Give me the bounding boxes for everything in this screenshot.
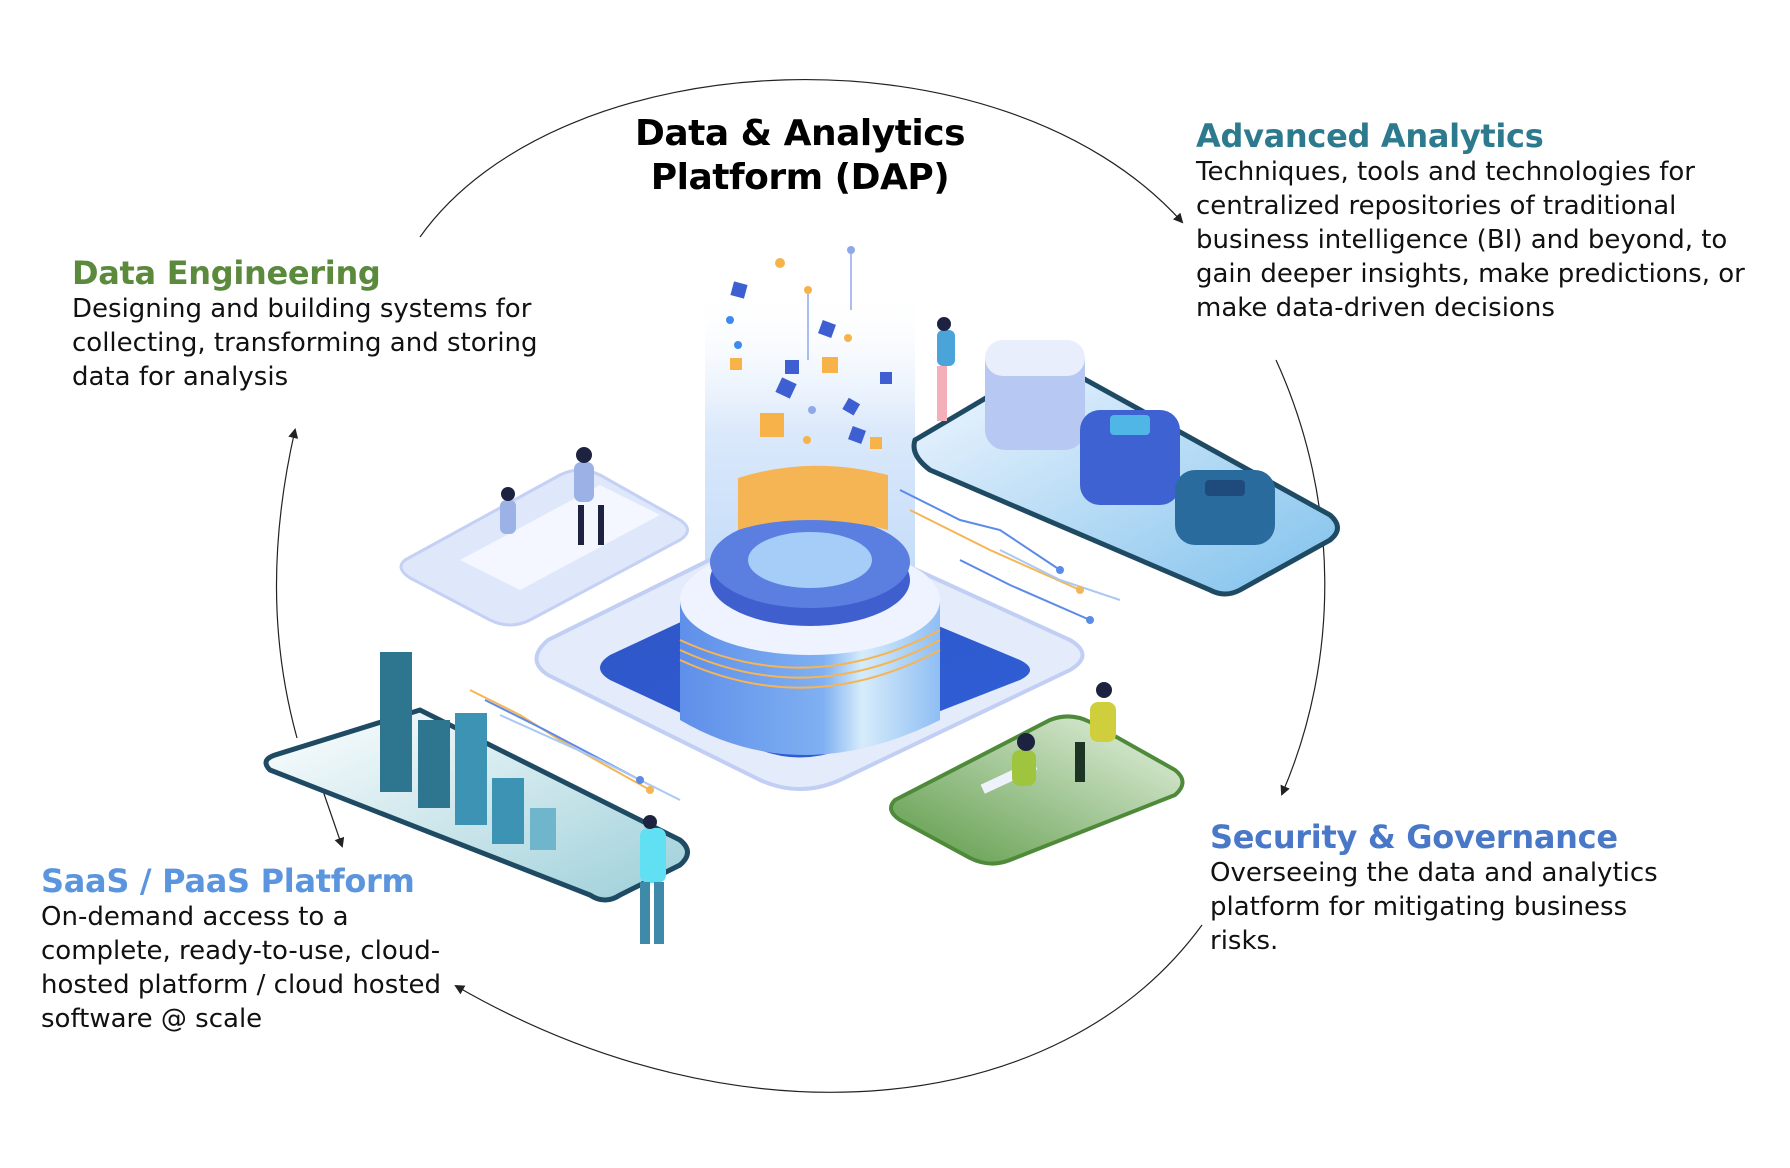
section-heading: Advanced Analytics bbox=[1196, 117, 1544, 155]
central-platform bbox=[534, 465, 1085, 791]
arrow-sg-to-saas bbox=[454, 924, 1203, 1093]
section-description: Overseeing the data and analytics platfo… bbox=[1210, 856, 1710, 958]
section-security-governance: Security & Governance Overseeing the dat… bbox=[1210, 818, 1710, 958]
section-heading: Security & Governance bbox=[1210, 818, 1618, 856]
section-heading: Data Engineering bbox=[72, 254, 381, 292]
arrow-de-to-aa bbox=[419, 79, 1184, 238]
description-line: Overseeing the data and analytics bbox=[1210, 858, 1658, 888]
section-description: On-demand access to a complete, ready-to… bbox=[41, 900, 471, 1036]
saas-bar-chart-pad bbox=[263, 652, 690, 944]
description-line: make data-driven decisions bbox=[1196, 293, 1555, 323]
section-description: Techniques, tools and technologies for c… bbox=[1196, 155, 1786, 325]
title-line-1: Data & Analytics bbox=[634, 113, 966, 154]
section-saas-paas-platform: SaaS / PaaS Platform On-demand access to… bbox=[41, 862, 471, 1036]
description-line: collecting, transforming and storing bbox=[72, 328, 538, 358]
cycle-arrows bbox=[275, 79, 1326, 1093]
section-description: Designing and building systems for colle… bbox=[72, 292, 592, 394]
description-line: Designing and building systems for bbox=[72, 294, 532, 324]
description-line: data for analysis bbox=[72, 362, 289, 392]
section-data-engineering: Data Engineering Designing and building … bbox=[72, 254, 592, 394]
description-line: gain deeper insights, make predictions, … bbox=[1196, 259, 1745, 289]
description-line: On-demand access to a bbox=[41, 902, 349, 932]
security-governance-workstation bbox=[889, 682, 1185, 866]
arrow-saas-to-de bbox=[275, 428, 299, 739]
circuit-traces bbox=[469, 489, 1121, 801]
page-title: Data & Analytics Platform (DAP) bbox=[560, 112, 1040, 200]
description-line: platform for mitigating business bbox=[1210, 892, 1628, 922]
description-line: centralized repositories of traditional bbox=[1196, 191, 1677, 221]
description-line: software @ scale bbox=[41, 1004, 263, 1034]
advanced-analytics-servers bbox=[911, 317, 1340, 597]
description-line: business intelligence (BI) and beyond, t… bbox=[1196, 225, 1728, 255]
title-line-2: Platform (DAP) bbox=[650, 157, 950, 198]
arrow-saas-short bbox=[321, 787, 345, 848]
floating-data-cubes bbox=[726, 246, 892, 449]
section-advanced-analytics: Advanced Analytics Techniques, tools and… bbox=[1196, 117, 1786, 325]
description-line: hosted platform / cloud hosted bbox=[41, 970, 441, 1000]
description-line: risks. bbox=[1210, 926, 1279, 956]
data-engineering-workstation bbox=[399, 447, 689, 627]
description-line: complete, ready-to-use, cloud- bbox=[41, 936, 441, 966]
section-heading: SaaS / PaaS Platform bbox=[41, 862, 415, 900]
description-line: Techniques, tools and technologies for bbox=[1196, 157, 1695, 187]
arrow-aa-to-sg bbox=[1275, 359, 1326, 796]
